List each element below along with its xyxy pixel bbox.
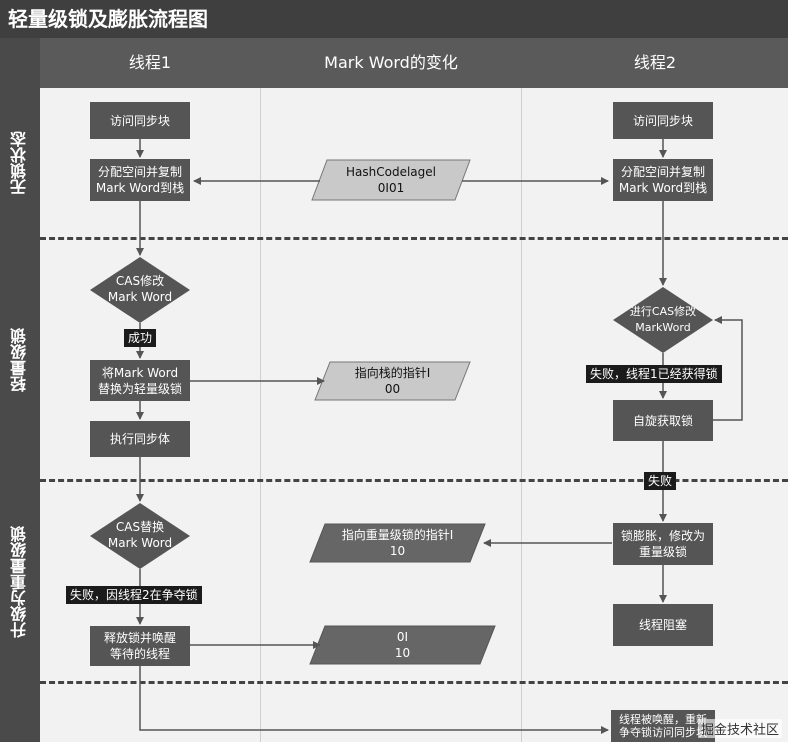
markword-hashcode-shape [311,159,471,201]
arrow [139,666,609,734]
arrow [713,316,743,421]
phase-sidebar [0,38,40,742]
thread2-try-cas-label: 进行CAS修改 MarkWord [629,305,697,334]
column-header-markword: Mark Word的变化 [324,53,458,72]
thread1-cas-replace-label: CAS替换 Mark Word [107,520,173,550]
thread2-wake-box: 线程被唤醒，重新 争夺锁访问同步块 [611,710,715,742]
thread1-alloc-copy-box: 分配空间并复制 Mark Word到栈 [90,159,190,201]
phase-separator [40,479,788,482]
thread2-visit-sync-box: 访问同步块 [613,102,713,139]
thread2-alloc-copy-box: 分配空间并复制 Mark Word到栈 [613,159,713,201]
thread2-fail-tag: 失败 [644,472,677,490]
thread1-success-tag: 成功 [124,329,157,347]
thread1-execute-box: 执行同步体 [90,421,190,457]
phase-separator [40,237,788,240]
markword-state-text: 0I 10 [394,630,411,660]
column-divider [521,88,522,742]
thread1-release-wake-box: 释放锁并唤醒 等待的线程 [90,626,190,666]
markword-heavy-pointer-text: 指向重量级锁的指针I 10 [341,528,454,558]
markword-heavy-pointer-shape [309,523,486,563]
column-header-thread2: 线程2 [633,53,677,72]
thread1-cas-modify-label: CAS修改 Mark Word [107,274,173,304]
thread2-block-box: 线程阻塞 [613,604,713,646]
thread1-replace-box: 将Mark Word 替换为轻量级锁 [90,360,190,401]
page-title: 轻量级锁及膨胀流程图 [0,0,788,38]
column-divider [260,88,261,742]
markword-hashcode-text: HashCodelagel 0I01 [346,165,436,195]
markword-stack-pointer-text: 指向栈的指针I 00 [354,366,431,396]
column-header-thread1: 线程1 [128,53,172,72]
decision-cas-modify [90,257,190,323]
thread2-fail-acquired-tag: 失败，线程1已经获得锁 [586,365,722,383]
thread1-visit-sync-box: 访问同步块 [90,102,190,139]
thread1-fail-contend-tag: 失败，因线程2在争夺锁 [66,586,202,604]
decision-thread2-cas [613,287,713,353]
thread2-spin-box: 自旋获取锁 [613,400,713,441]
watermark: 掘金技术社区 [697,719,782,738]
decision-cas-replace [90,503,190,569]
phase-separator [40,681,788,684]
column-header-bar [40,38,788,88]
markword-state-shape [309,625,496,665]
thread2-inflate-box: 锁膨胀，修改为 重量级锁 [613,523,713,565]
markword-stack-pointer-shape [314,361,471,401]
